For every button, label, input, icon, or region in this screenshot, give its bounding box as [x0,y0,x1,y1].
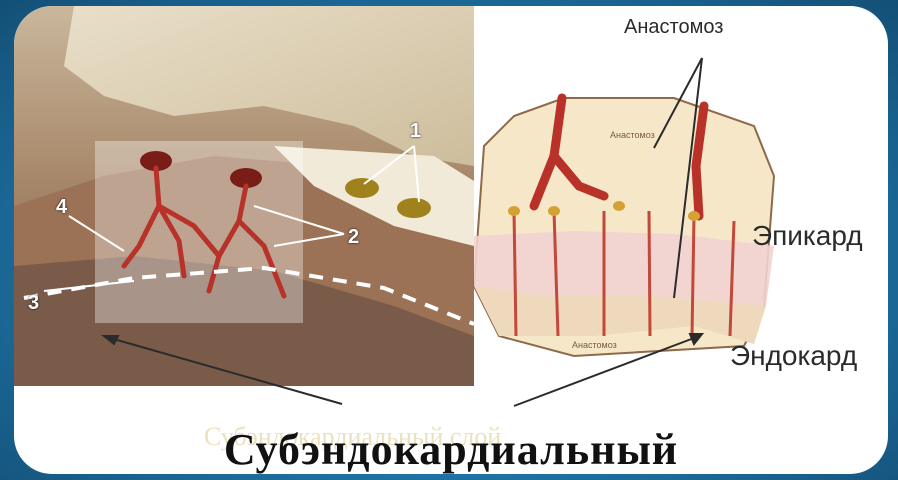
caption-arrows [14,6,888,474]
slide-card: 1 2 3 4 [14,6,888,474]
slide-caption: Субэндокардиальный [14,424,888,474]
